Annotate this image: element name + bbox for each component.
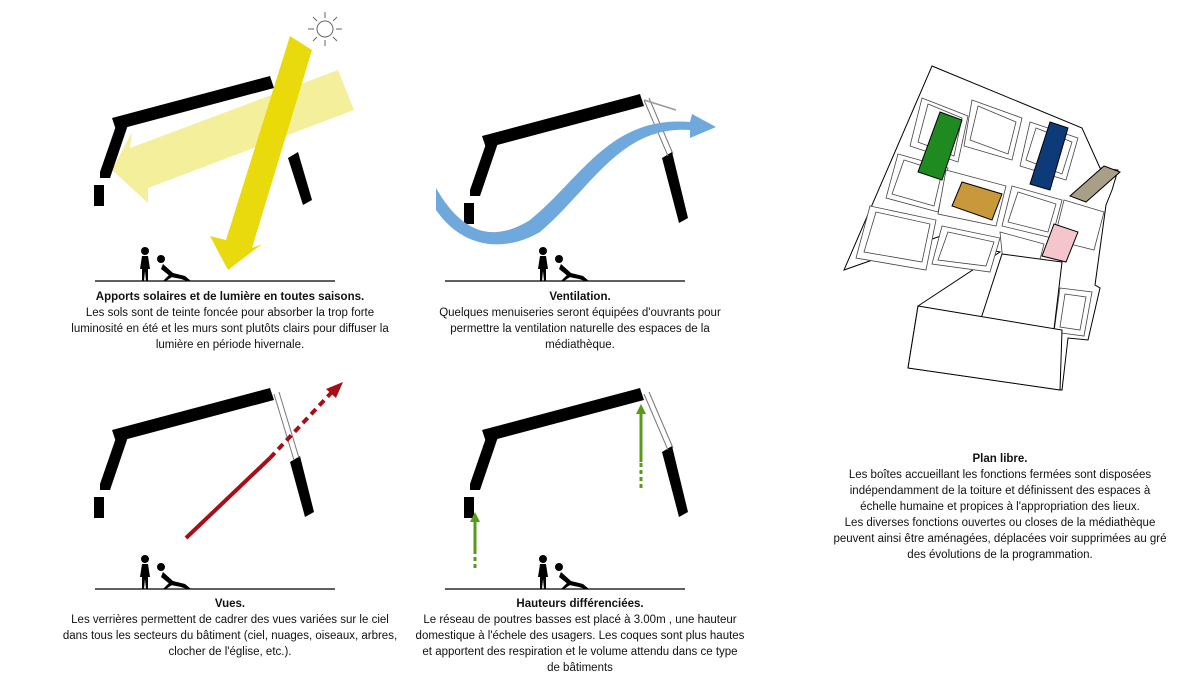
plan-diagram	[843, 65, 1121, 391]
solar-diagram	[94, 12, 354, 282]
reclining-person-icon	[555, 563, 589, 589]
standing-person-icon	[538, 555, 548, 589]
standing-person-icon	[538, 247, 548, 281]
green-box	[917, 111, 963, 181]
summer-sun-beam	[210, 36, 312, 270]
pink-box	[1041, 223, 1079, 263]
grey-box	[1069, 165, 1121, 203]
heights-caption: Hauteurs différenciées. Le réseau de pou…	[380, 596, 780, 676]
standing-person-icon	[140, 247, 150, 281]
views-caption: Vues. Les verrières permettent de cadrer…	[30, 596, 430, 660]
plan-text: Les boîtes accueillant les fonctions fer…	[833, 469, 1167, 561]
shell-height-arrow	[636, 404, 646, 488]
view-arrow	[184, 382, 343, 540]
standing-person-icon	[140, 555, 150, 589]
ventilation-diagram	[436, 94, 716, 282]
airflow-arrow	[436, 114, 716, 245]
reclining-person-icon	[157, 563, 191, 589]
heights-title: Hauteurs différenciées.	[516, 598, 644, 610]
ventilation-caption: Ventilation. Quelques menuiseries seront…	[380, 289, 780, 353]
ventilation-title: Ventilation.	[549, 291, 611, 303]
solar-text: Les sols sont de teinte foncée pour abso…	[71, 307, 389, 351]
views-title: Vues.	[214, 598, 246, 610]
wood-box	[951, 181, 1003, 221]
views-text: Les verrières permettent de cadrer des v…	[62, 614, 398, 658]
heights-diagram	[445, 388, 688, 590]
heights-text: Le réseau de poutres basses est placé à …	[415, 614, 745, 674]
views-diagram	[94, 382, 343, 590]
blue-box	[1029, 121, 1069, 191]
plan-caption: Plan libre. Les boîtes accueillant les f…	[800, 451, 1195, 563]
sun-icon	[308, 12, 342, 46]
solar-title: Apports solaires et de lumière en toutes…	[95, 291, 365, 303]
reclining-person-icon	[157, 255, 191, 281]
low-beam-height-arrow	[470, 512, 480, 568]
ventilation-text: Quelques menuiseries seront équipées d'o…	[439, 307, 721, 351]
solar-caption: Apports solaires et de lumière en toutes…	[30, 289, 430, 353]
reclining-person-icon	[555, 255, 589, 281]
plan-title: Plan libre.	[972, 453, 1028, 465]
